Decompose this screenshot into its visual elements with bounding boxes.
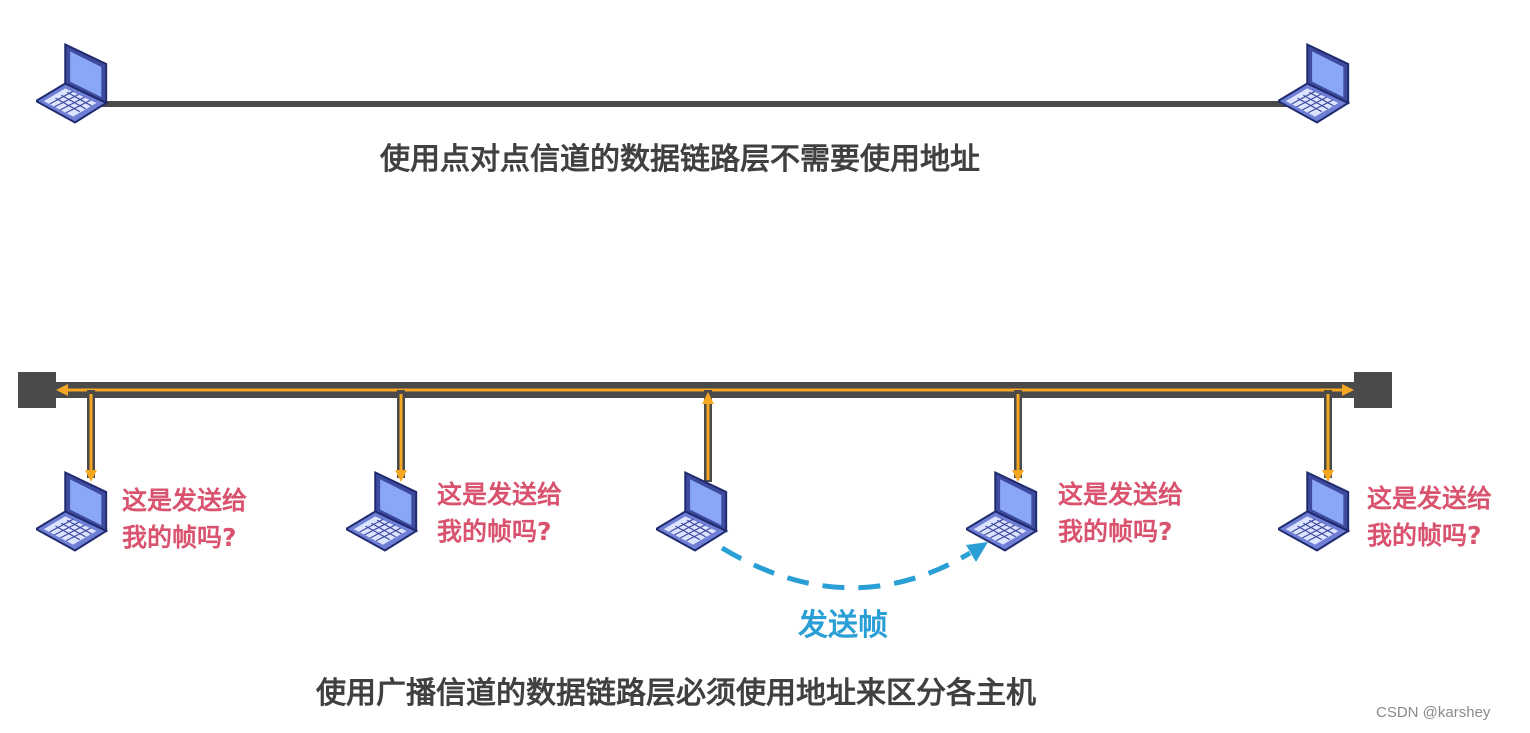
send-arc: [720, 545, 972, 591]
laptop-icon: [1278, 471, 1350, 552]
bus-terminator-left: [18, 372, 56, 408]
send-frame-label: 发送帧: [798, 608, 888, 643]
question-label: 这是发送给我的帧吗?: [1367, 484, 1493, 550]
arrowhead-left: [56, 384, 68, 396]
bus-drops: [85, 390, 1334, 482]
laptop-icon: [656, 471, 728, 552]
caption-broadcast: 使用广播信道的数据链路层必须使用地址来区分各主机: [316, 676, 1036, 711]
laptop-icon: [36, 471, 108, 552]
question-label: 这是发送给我的帧吗?: [437, 480, 563, 546]
question-label: 这是发送给我的帧吗?: [1058, 480, 1184, 546]
laptop-icon: [36, 43, 108, 124]
laptop-icon: [346, 471, 418, 552]
bus-terminator-right: [1354, 372, 1392, 408]
laptop-icon: [1278, 43, 1350, 124]
question-label: 这是发送给我的帧吗?: [122, 486, 248, 552]
arrowhead-right: [1342, 384, 1354, 396]
laptop-icon: [966, 471, 1038, 552]
send-arrowhead: [966, 542, 988, 562]
caption-point-to-point: 使用点对点信道的数据链路层不需要使用地址: [380, 142, 980, 177]
watermark: CSDN @karshey: [1376, 704, 1491, 721]
